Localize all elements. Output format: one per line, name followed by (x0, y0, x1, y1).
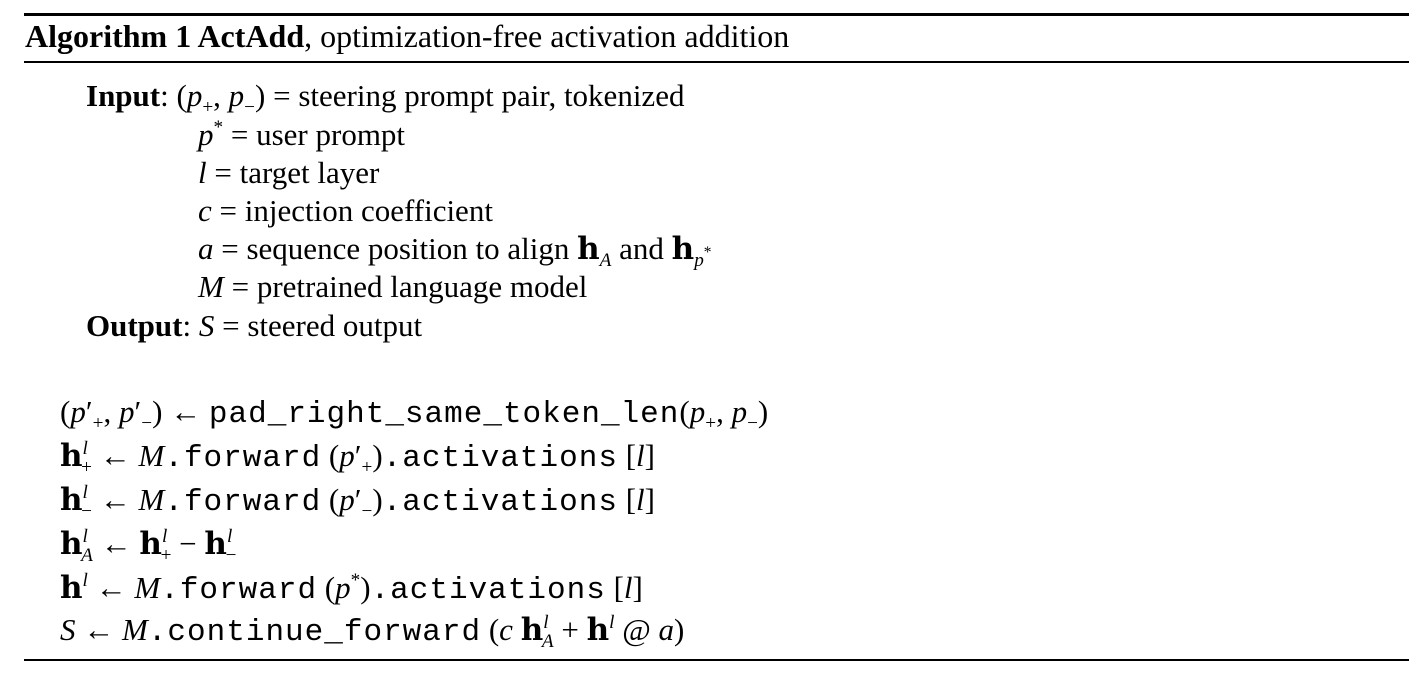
top-rule (24, 13, 1409, 16)
step-2-attr: .activations (382, 441, 618, 476)
step-3-attr: .activations (382, 485, 618, 520)
input-1-rhs: steering prompt pair, tokenized (298, 78, 685, 113)
algorithm-title: Algorithm 1 ActAdd, optimization-free ac… (25, 18, 789, 55)
step-5: hl ← M.forward (p*).activations [l] (60, 570, 643, 608)
algorithm-title-rest: , optimization-free activation addition (304, 18, 790, 54)
input-5-and: and (619, 231, 664, 266)
input-3-lhs: l (198, 155, 207, 190)
input-2-lhs: p* (198, 117, 224, 152)
step-3-fn: .forward (164, 485, 322, 520)
step-4: hlA ← hl+ − hl− (60, 526, 237, 566)
step-6-fn: .continue_forward (147, 615, 482, 650)
output-line: Output: S = steered output (86, 308, 423, 343)
input-5-lhs: a (198, 231, 214, 266)
step-5-fn: .forward (160, 573, 318, 608)
input-label: Input (86, 78, 161, 113)
input-line-5: a = sequence position to align hA and hp… (198, 231, 712, 271)
input-5-rhs: sequence position to align (246, 231, 570, 266)
input-3-rhs: target layer (239, 155, 380, 190)
input-6-rhs: pretrained language model (256, 269, 588, 304)
input-line-1: Input: (p+, p−) = steering prompt pair, … (86, 78, 685, 118)
algorithm-label: Algorithm 1 ActAdd (25, 18, 305, 54)
output-label: Output (86, 308, 183, 343)
step-3: hl− ← M.forward (p′−).activations [l] (60, 482, 655, 522)
output-rhs: steered output (247, 308, 423, 343)
input-4-rhs: injection coefficient (244, 193, 493, 228)
step-1: (p′+, p′−) ← pad_right_same_token_len(p+… (60, 394, 769, 434)
input-line-4: c = injection coefficient (198, 193, 493, 228)
header-rule (24, 61, 1409, 63)
step-6: S ← M.continue_forward (c hlA + hl @ a) (60, 612, 685, 652)
input-2-rhs: user prompt (256, 117, 406, 152)
output-lhs: S (198, 308, 215, 343)
step-2: hl+ ← M.forward (p′+).activations [l] (60, 438, 655, 478)
input-4-lhs: c (198, 193, 212, 228)
step-2-fn: .forward (164, 441, 322, 476)
bottom-rule (24, 659, 1409, 661)
step-5-attr: .activations (370, 573, 606, 608)
input-line-6: M = pretrained language model (198, 269, 588, 304)
input-6-lhs: M (198, 269, 224, 304)
input-line-3: l = target layer (198, 155, 380, 190)
input-5-h-p: h (671, 231, 695, 267)
input-line-2: p* = user prompt (198, 117, 406, 152)
input-5-h-a: h (577, 231, 600, 267)
step-6-at: @ (622, 612, 651, 647)
input-1-lhs: (p+, p−) (176, 78, 266, 118)
step-1-fn: pad_right_same_token_len (208, 397, 680, 432)
